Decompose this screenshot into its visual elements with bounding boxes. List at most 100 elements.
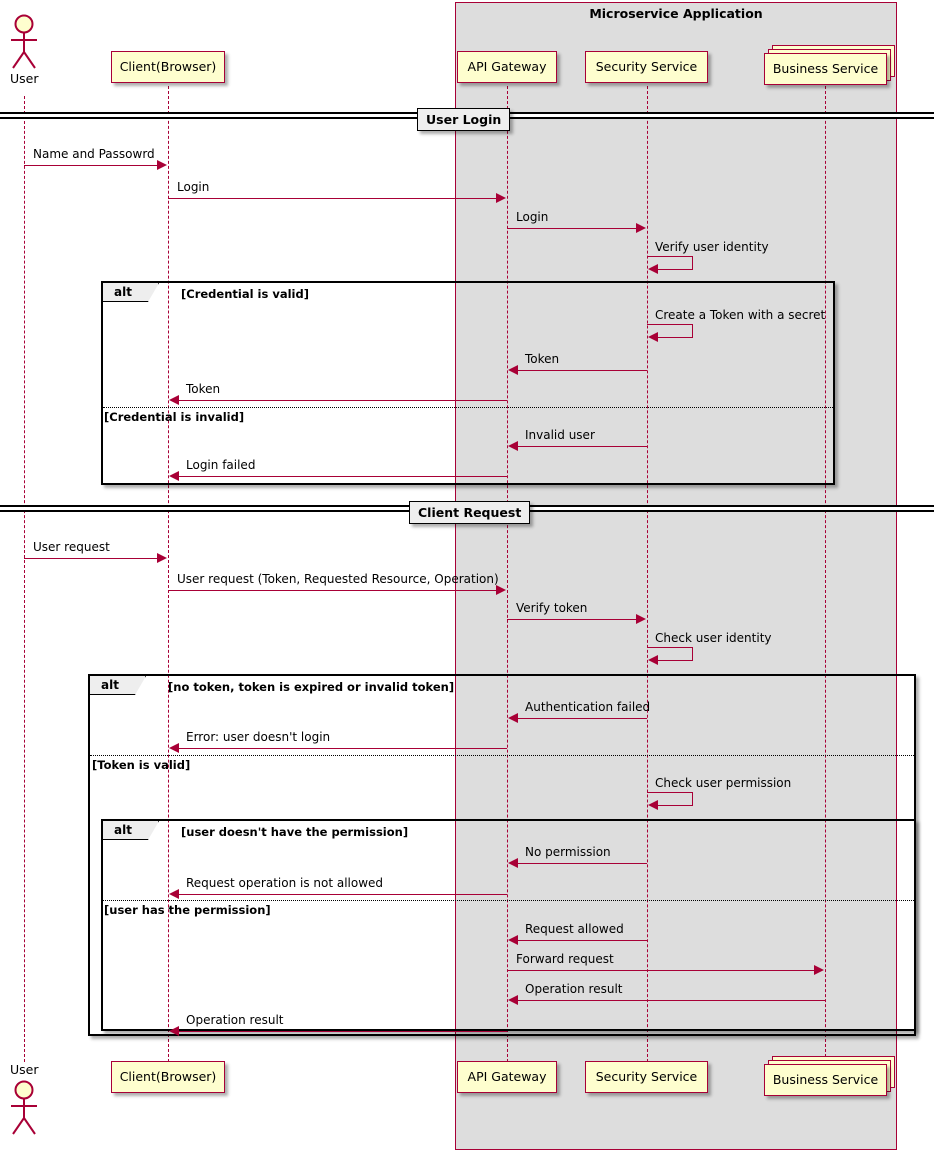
message-line: [507, 970, 815, 971]
message-arrowhead-icon: [157, 160, 167, 170]
participant-security-service-top[interactable]: Security Service: [585, 51, 708, 83]
participant-client-browser-top[interactable]: Client(Browser): [111, 51, 225, 83]
fragment-operator-label: alt: [101, 678, 119, 692]
message-arrowhead-icon: [508, 365, 518, 375]
message-arrowhead-icon: [648, 332, 658, 342]
fragment-alt-permission: [101, 819, 916, 1031]
message-line: [518, 718, 647, 719]
participant-label: Client(Browser): [119, 58, 217, 74]
lifeline-business: [825, 86, 826, 1062]
fragment-alt-login: [101, 281, 835, 485]
message-arrowhead-icon: [169, 889, 179, 899]
fragment-alt-token-tab: alt: [90, 676, 146, 695]
lifeline-gateway: [507, 86, 508, 1062]
self-message-top: [647, 647, 693, 648]
message-arrowhead-icon: [648, 264, 658, 274]
message-arrowhead-icon: [648, 655, 658, 665]
message-label: Login: [177, 180, 210, 194]
fragment-alt-permission-tab: alt: [103, 821, 159, 840]
message-line: [24, 165, 158, 166]
message-label: Create a Token with a secret: [655, 308, 826, 322]
message-label: Authentication failed: [525, 700, 651, 714]
participant-business-service-bottom[interactable]: Business Service: [764, 1064, 887, 1096]
message-arrowhead-icon: [169, 395, 179, 405]
message-label: User request (Token, Requested Resource,…: [177, 572, 499, 586]
self-message-top: [647, 792, 693, 793]
message-arrowhead-icon: [636, 223, 646, 233]
message-label: Invalid user: [525, 428, 595, 442]
fragment-separator: [90, 755, 914, 756]
message-label: Request allowed: [525, 922, 624, 936]
message-label: Operation result: [186, 1013, 284, 1027]
message-line: [518, 446, 647, 447]
participant-client-browser-bottom[interactable]: Client(Browser): [111, 1061, 225, 1093]
participant-label: API Gateway: [467, 58, 547, 74]
actor-figure-icon: [11, 14, 37, 69]
participant-business-service-top[interactable]: Business Service: [764, 53, 887, 85]
participant-api-gateway-bottom[interactable]: API Gateway: [457, 1061, 557, 1093]
fragment-guard-label: [Credential is invalid]: [104, 410, 245, 424]
self-message-right: [692, 324, 693, 337]
message-arrowhead-icon: [169, 743, 179, 753]
message-line: [179, 748, 507, 749]
message-label: Verify token: [516, 601, 588, 615]
self-message-bottom: [658, 660, 693, 661]
message-label: Login: [516, 210, 549, 224]
message-label: Login failed: [186, 458, 256, 472]
message-line: [179, 476, 507, 477]
self-message-bottom: [658, 269, 693, 270]
message-arrowhead-icon: [496, 193, 506, 203]
self-message-right: [692, 792, 693, 805]
self-message-right: [692, 256, 693, 269]
message-line: [179, 1031, 507, 1032]
message-label: Token: [525, 352, 560, 366]
divider-user-login: User Login: [417, 108, 511, 131]
message-label: Verify user identity: [655, 240, 769, 254]
actor-figure-icon: [11, 1080, 37, 1135]
message-line: [168, 590, 497, 591]
fragment-guard-label: [user has the permission]: [104, 903, 271, 917]
message-line: [24, 558, 158, 559]
fragment-operator-label: alt: [114, 285, 132, 299]
fragment-guard-label: [no token, token is expired or invalid t…: [168, 680, 455, 694]
actor-user-bottom-label: User: [10, 1062, 39, 1077]
fragment-operator-label: alt: [114, 823, 132, 837]
message-line: [518, 1000, 825, 1001]
message-label: User request: [33, 540, 110, 554]
participant-security-service-bottom[interactable]: Security Service: [585, 1061, 708, 1093]
group-box-title: Microservice Application: [589, 6, 763, 21]
fragment-separator: [103, 900, 914, 901]
message-arrowhead-icon: [157, 553, 167, 563]
message-line: [168, 198, 497, 199]
message-line: [518, 370, 647, 371]
message-line: [507, 619, 637, 620]
participant-label: Business Service: [772, 60, 879, 76]
lifeline-client: [168, 86, 169, 1062]
actor-user-bottom: [6, 1080, 46, 1136]
lifeline-user: [24, 96, 25, 1062]
message-arrowhead-icon: [169, 1026, 179, 1036]
participant-label: Security Service: [595, 1068, 698, 1084]
fragment-tab-corner: [148, 283, 159, 302]
message-line: [518, 940, 647, 941]
message-arrowhead-icon: [508, 995, 518, 1005]
message-label: Forward request: [516, 952, 614, 966]
participant-label: Security Service: [595, 58, 698, 74]
fragment-separator: [103, 407, 833, 408]
participant-api-gateway-top[interactable]: API Gateway: [457, 51, 557, 83]
message-arrowhead-icon: [508, 713, 518, 723]
participant-label: Client(Browser): [119, 1068, 217, 1084]
group-box-microservice-application: [455, 2, 897, 1150]
self-message-bottom: [658, 337, 693, 338]
message-arrowhead-icon: [169, 471, 179, 481]
participant-label: API Gateway: [467, 1068, 547, 1084]
message-arrowhead-icon: [496, 585, 506, 595]
message-line: [179, 400, 507, 401]
fragment-alt-login-tab: alt: [103, 283, 159, 302]
message-label: Check user identity: [655, 631, 772, 645]
message-arrowhead-icon: [508, 441, 518, 451]
self-message-top: [647, 256, 693, 257]
divider-label: Client Request: [418, 505, 522, 520]
divider-label: User Login: [426, 112, 502, 127]
